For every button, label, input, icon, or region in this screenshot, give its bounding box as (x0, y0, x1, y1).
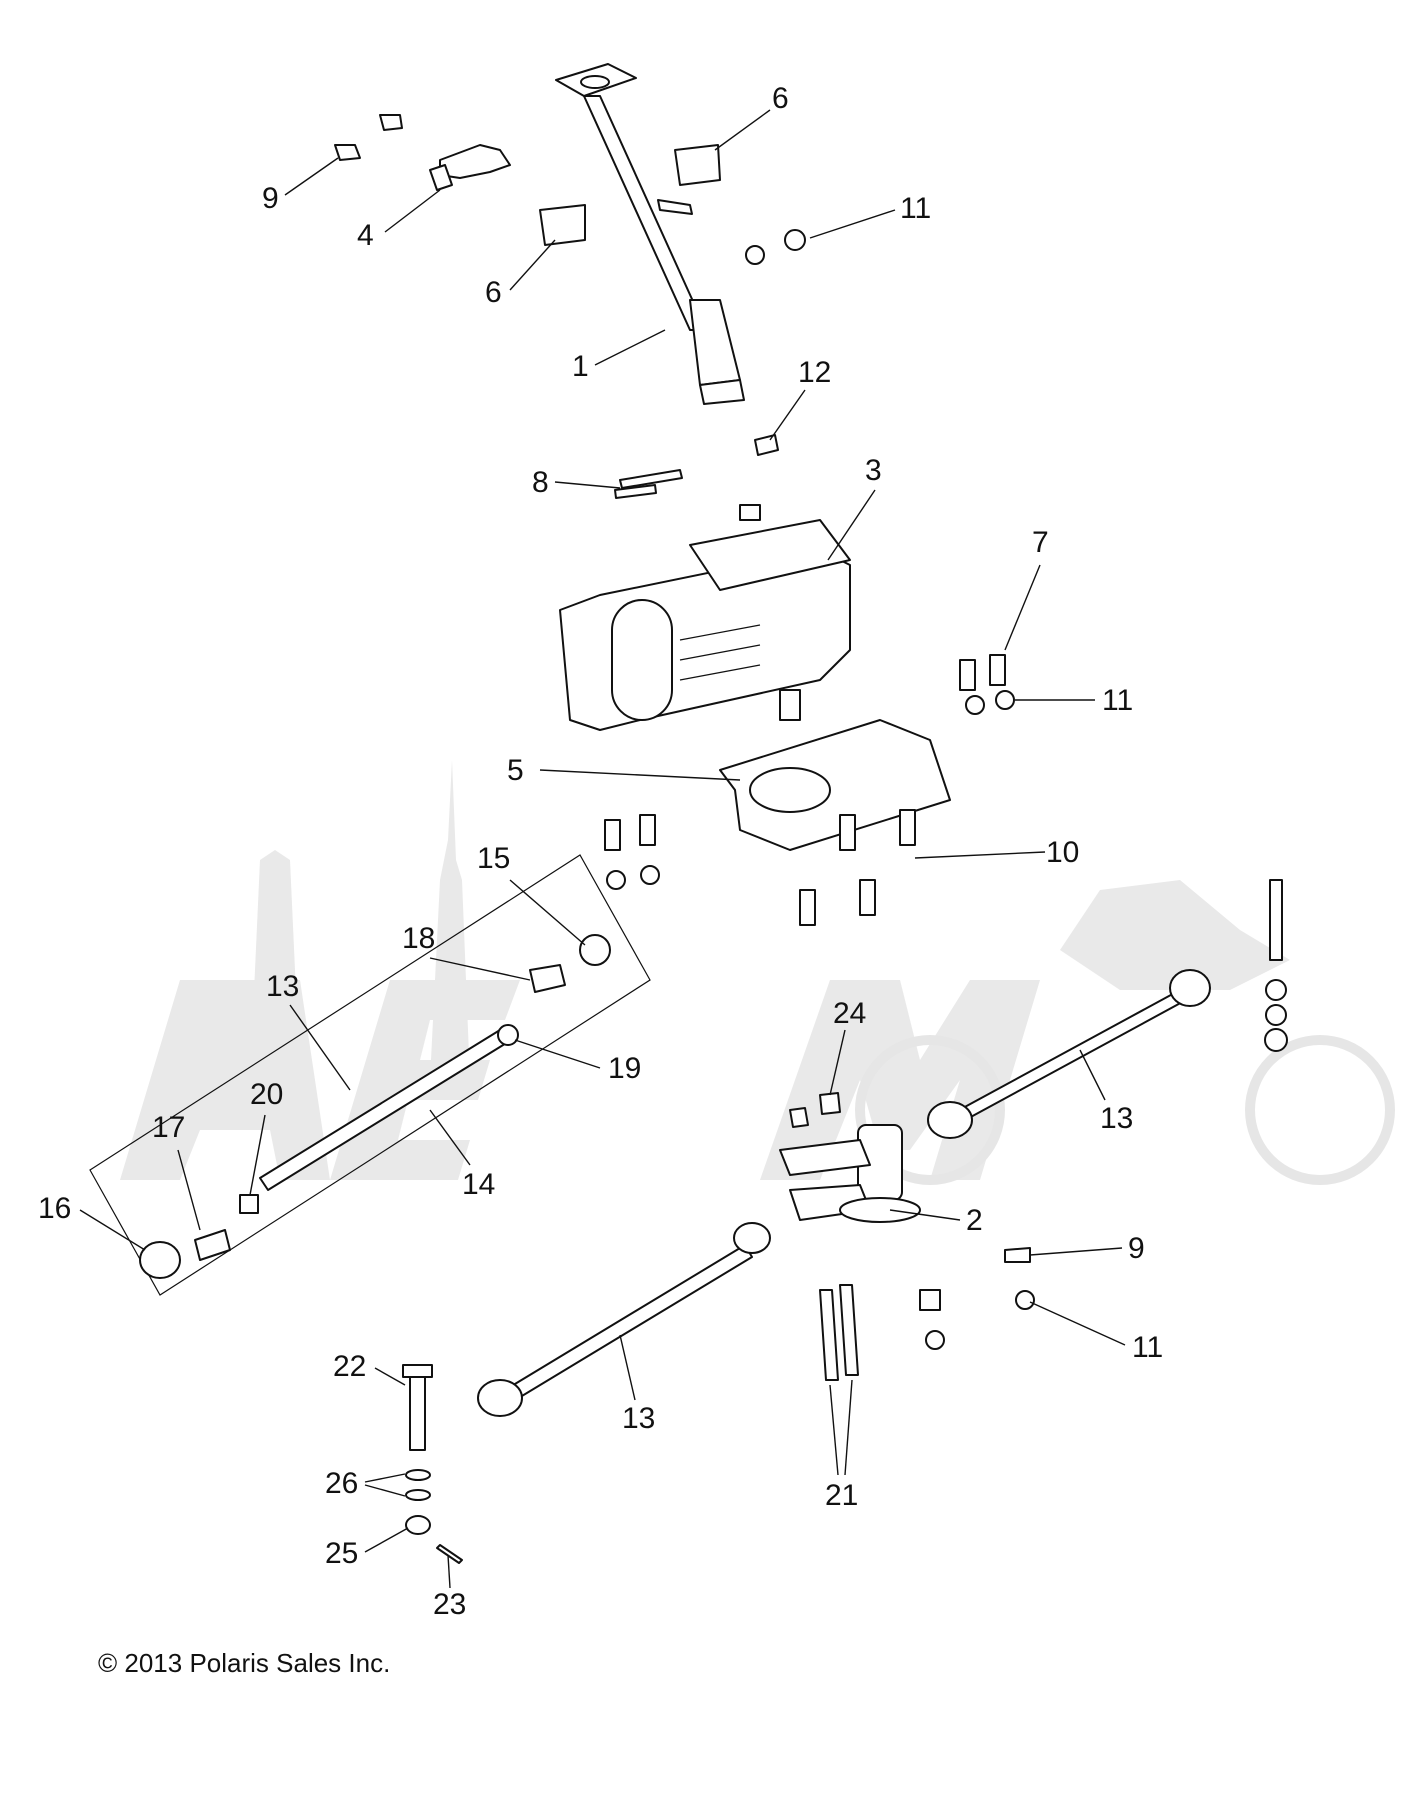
steering-column-part (555, 63, 745, 405)
callout-4: 4 (357, 219, 374, 252)
callout-9a: 9 (262, 182, 279, 215)
copyright-text: © 2013 Polaris Sales Inc. (98, 1648, 391, 1678)
clamp-part (429, 144, 511, 191)
mounting-plate-part (719, 719, 951, 851)
callout-10: 10 (1046, 836, 1079, 869)
fasteners-middle (604, 654, 1015, 926)
callout-20: 20 (250, 1078, 283, 1111)
callout-12: 12 (798, 356, 831, 389)
callout-9b: 9 (1128, 1232, 1145, 1265)
callout-25: 25 (325, 1537, 358, 1570)
callout-11a: 11 (900, 192, 931, 225)
callouts: 1 2 3 4 5 6 6 7 8 9 9 10 11 11 11 12 13 (38, 82, 1163, 1621)
steering-arm-part (779, 1124, 921, 1223)
tie-rod-exploded-box (89, 854, 651, 1296)
nut-parts-24 (789, 1092, 841, 1128)
callout-13b: 13 (1100, 1102, 1133, 1135)
callout-2: 2 (966, 1204, 983, 1237)
callout-16: 16 (38, 1192, 71, 1225)
callout-15: 15 (477, 842, 510, 875)
tie-rod-right (927, 879, 1288, 1139)
callout-7: 7 (1032, 526, 1049, 559)
callout-6b: 6 (772, 82, 789, 115)
callout-19: 19 (608, 1052, 641, 1085)
callout-22: 22 (333, 1350, 366, 1383)
callout-23: 23 (433, 1588, 466, 1621)
callout-17: 17 (152, 1111, 185, 1144)
callout-13a: 13 (266, 970, 299, 1003)
callout-11b: 11 (1102, 684, 1133, 717)
callout-8: 8 (532, 466, 549, 499)
callout-26: 26 (325, 1467, 358, 1500)
callout-5: 5 (507, 754, 524, 787)
steering-gearbox-part (559, 504, 851, 731)
callout-11c: 11 (1132, 1331, 1163, 1364)
callout-14: 14 (462, 1168, 495, 1201)
callout-21: 21 (825, 1479, 858, 1512)
callout-18: 18 (402, 922, 435, 955)
bushing-parts (539, 144, 721, 246)
callout-3: 3 (865, 454, 882, 487)
fasteners-bottom (819, 1247, 1035, 1381)
callout-24: 24 (833, 997, 866, 1030)
bolt-stack-22 (402, 1364, 463, 1564)
callout-13c: 13 (622, 1402, 655, 1435)
callout-6a: 6 (485, 276, 502, 309)
tie-rod-bottom (477, 1222, 771, 1417)
callout-1: 1 (572, 350, 589, 383)
fasteners-top (334, 114, 806, 499)
